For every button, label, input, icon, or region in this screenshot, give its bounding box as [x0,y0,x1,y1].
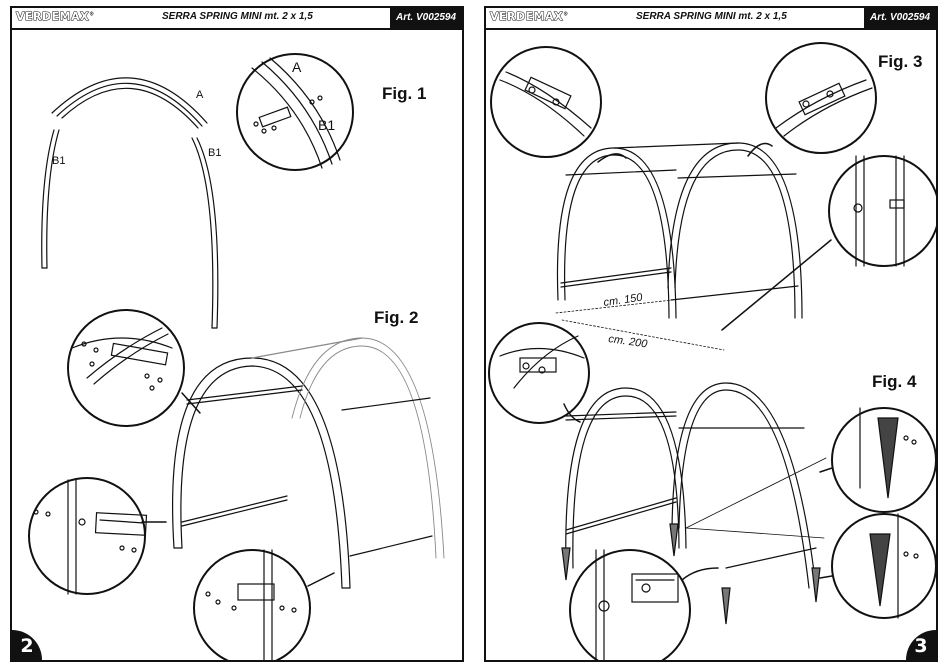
arch-part-b1-left [42,130,59,268]
page-header: VERDEMAX® SERRA SPRING MINI mt. 2 x 1,5 … [12,8,462,30]
fig3-detail-circle-top-right [748,43,876,156]
dimension-width: cm. 200 [608,333,649,350]
fig3-detail-circle-right [722,156,936,330]
fig1-label-b1-right: B1 [208,147,221,159]
fig4-detail-circle-bottom [570,550,718,662]
fig1-label: Fig. 1 [382,84,426,104]
fig3-detail-circle-top-left [491,47,626,162]
fig1-label-b1-left: B1 [52,155,65,167]
arch-part-a [52,78,207,128]
fig2-label: Fig. 2 [374,308,418,328]
detail-label-a: A [292,59,302,75]
dimension-depth: cm. 150 [603,292,644,309]
fig4-detail-circle-bottom-right [820,514,936,618]
product-title: SERRA SPRING MINI mt. 2 x 1,5 [162,11,313,22]
page-header: VERDEMAX® SERRA SPRING MINI mt. 2 x 1,5 … [486,8,936,30]
fig3-frame [557,143,802,318]
frame-crossbars [182,338,432,556]
fig4-frame [566,383,826,588]
fig4-detail-circle-left [489,323,589,423]
detail-label-b1: B1 [318,117,335,133]
fig4-label: Fig. 4 [872,372,916,392]
assembly-illustration-left: A B1 B1 A B1 [12,28,462,662]
arch-part-b1-right [192,138,218,328]
fig2-detail-circle-top [68,310,200,426]
frame-arch-front [173,358,350,588]
brand-logo: VERDEMAX® [490,10,569,23]
fig3-label: Fig. 3 [878,52,922,72]
product-title: SERRA SPRING MINI mt. 2 x 1,5 [636,11,787,22]
page-3: VERDEMAX® SERRA SPRING MINI mt. 2 x 1,5 … [484,6,938,662]
fig2-detail-circle-left [29,478,166,594]
fig4-detail-circle-top-right [820,408,936,512]
assembly-illustration-right: cm. 150 cm. 200 [486,28,936,662]
article-code: Art. V002594 [390,8,462,28]
article-code: Art. V002594 [864,8,936,28]
frame-arch-back [292,338,444,558]
brand-logo: VERDEMAX® [16,10,95,23]
fig1-label-a: A [196,89,204,101]
page-2: VERDEMAX® SERRA SPRING MINI mt. 2 x 1,5 … [10,6,464,662]
fig2-detail-circle-bottom [194,550,334,662]
